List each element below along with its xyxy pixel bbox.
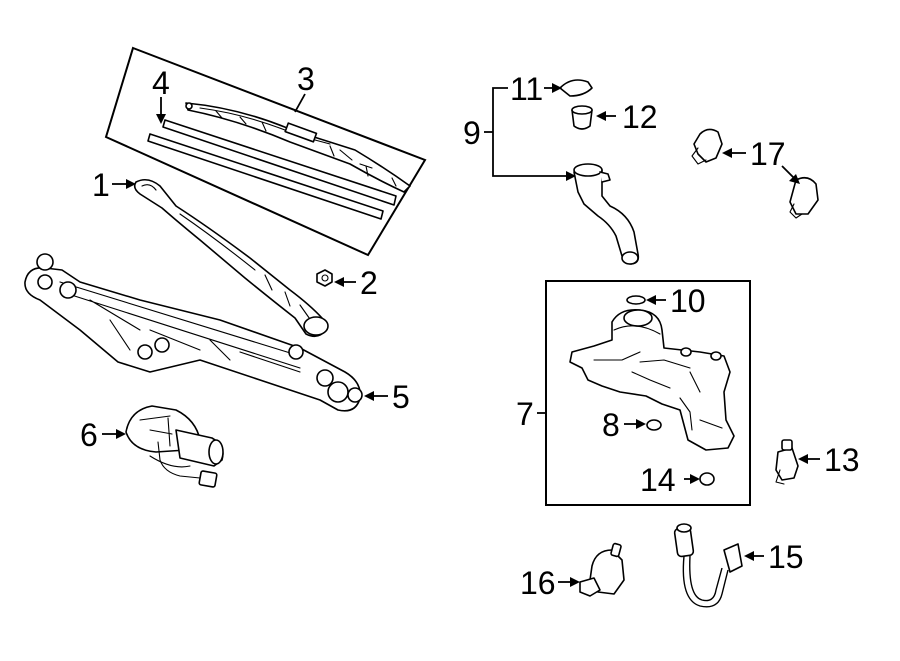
washer-reservoir[interactable] (569, 308, 735, 451)
callout-5: 5 (392, 379, 410, 415)
callout-3: 3 (297, 61, 315, 97)
callout-4: 4 (152, 65, 170, 101)
callout-14: 14 (640, 462, 676, 498)
sensor-lead[interactable] (673, 523, 743, 608)
washer-pump[interactable] (579, 542, 625, 597)
arm-nut[interactable] (316, 269, 333, 287)
callout-11: 11 (510, 71, 543, 107)
wiper-refill-upper[interactable] (162, 119, 397, 206)
callout-2: 2 (360, 265, 378, 301)
reservoir-kit-frame (545, 280, 751, 506)
callout-15: 15 (768, 539, 804, 575)
callout-10: 10 (670, 283, 706, 319)
wiper-refill-lower[interactable] (147, 133, 384, 220)
filler-cap[interactable] (559, 79, 593, 97)
wiper-arm[interactable] (133, 178, 329, 338)
callout-16: 16 (520, 565, 556, 601)
leader-lines (102, 83, 820, 587)
filler-neck-group[interactable] (559, 79, 640, 265)
callout-6: 6 (80, 417, 98, 453)
wiper-motor[interactable] (125, 405, 224, 488)
washer-nozzles[interactable] (691, 128, 819, 219)
neck-o-ring[interactable] (626, 295, 646, 305)
callout-7: 7 (516, 396, 534, 432)
pump-grommet[interactable] (646, 419, 662, 431)
wiper-blade-kit[interactable] (104, 46, 427, 257)
level-sensor[interactable] (775, 439, 799, 485)
callout-numbers: 1 2 3 4 5 6 7 8 9 10 11 12 13 14 15 16 1… (80, 61, 860, 601)
callout-17: 17 (750, 136, 786, 172)
callout-8: 8 (602, 407, 620, 443)
callout-9: 9 (463, 115, 481, 151)
wiper-linkage[interactable] (24, 253, 363, 412)
wiper-blade[interactable] (185, 102, 411, 193)
wiper-blade-kit-frame (104, 46, 427, 257)
callout-13: 13 (824, 442, 860, 478)
callout-1: 1 (92, 167, 110, 203)
callout-12: 12 (622, 99, 658, 135)
level-sensor-grommet[interactable] (699, 472, 715, 486)
